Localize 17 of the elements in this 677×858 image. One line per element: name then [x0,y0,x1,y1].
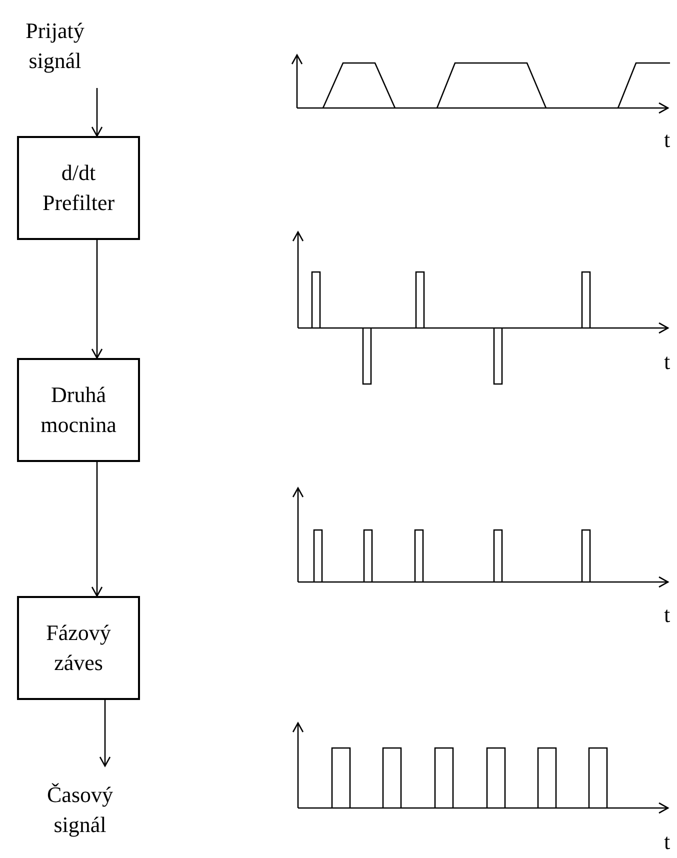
arrow [91,88,103,137]
axis-label: t [664,128,670,152]
axis-label: t [664,603,670,627]
process-box [17,136,140,240]
signal-label: Časový signál [46,781,114,839]
axis-label: t [664,350,670,374]
process-box [17,358,140,462]
arrow [99,700,111,767]
arrow [91,240,103,359]
signal-label: Prijatý signál [24,17,86,75]
block-label: Prefilter [42,189,115,217]
block-label: Druhá mocnina [40,381,118,439]
axis-label: t [664,830,670,854]
block-label: d/dt [61,159,96,187]
block-label: Fázový záves [45,619,112,677]
arrow [91,462,103,597]
process-box [17,596,140,700]
